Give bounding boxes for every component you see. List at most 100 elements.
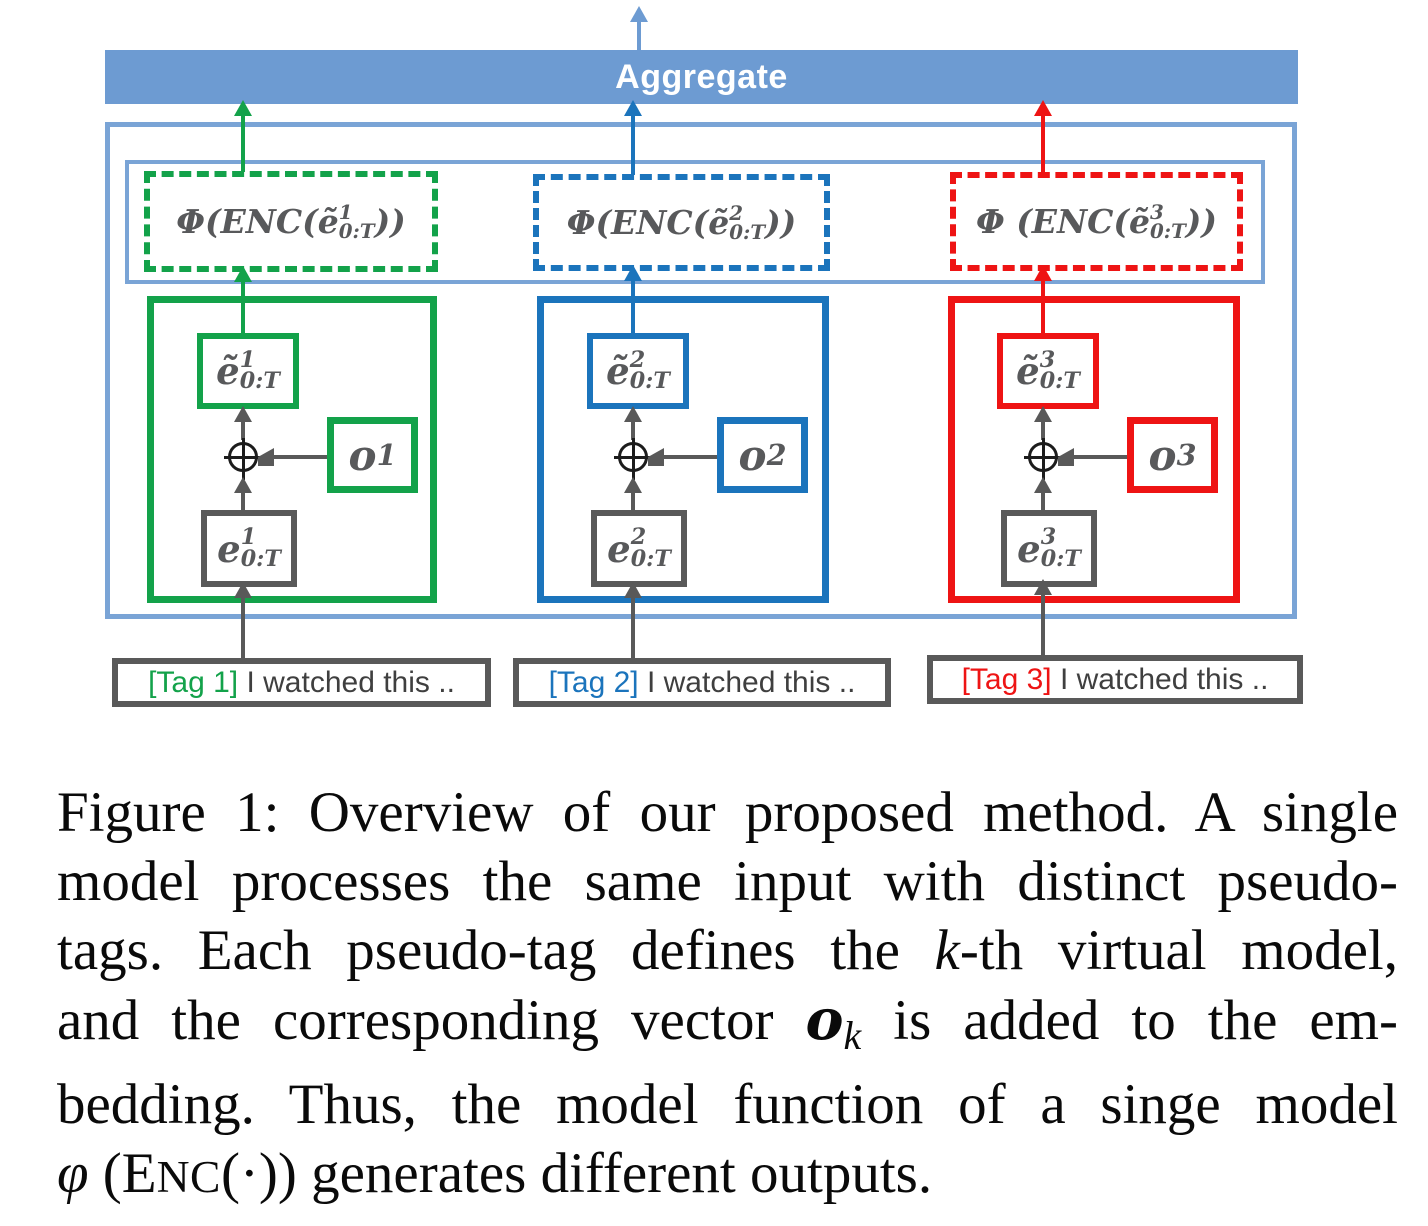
e1-base: e bbox=[217, 526, 241, 571]
phi3-sub: 0:T bbox=[1150, 218, 1186, 243]
etilde1-base: ẽ bbox=[216, 349, 240, 393]
phi2-base: ẽ bbox=[708, 203, 730, 242]
caption-line-1: Figure 1: Overview of our proposed metho… bbox=[57, 781, 1398, 844]
o2-to-oplus-arrow bbox=[658, 455, 717, 459]
phi3-prefix: Φ (ENC( bbox=[975, 202, 1129, 241]
o1-sub: 1 bbox=[376, 438, 397, 472]
aggregate-label: Aggregate bbox=[615, 57, 788, 96]
o3-to-oplus-arrow bbox=[1068, 455, 1127, 459]
tag1-to-e-arrowhead-icon bbox=[234, 582, 252, 598]
phi2-sup: 2 bbox=[729, 200, 744, 225]
e3-sub: 0:T bbox=[1040, 545, 1081, 572]
o2-to-oplus-arrowhead-icon bbox=[648, 448, 664, 466]
e3-to-oplus-arrow bbox=[1041, 483, 1045, 510]
e2-to-oplus-arrowhead-icon bbox=[624, 477, 642, 493]
e1-sub: 0:T bbox=[240, 545, 281, 572]
virtual-model-row-box bbox=[125, 160, 1265, 284]
phi3-base: ẽ bbox=[1129, 202, 1150, 241]
etilde1-to-phi-arrowhead-icon bbox=[234, 266, 252, 282]
caption-line-6: φ (ENC(·)) generates different outputs. bbox=[57, 1141, 933, 1205]
etilde2-sub: 0:T bbox=[629, 368, 670, 394]
etilde2-sup: 2 bbox=[629, 346, 646, 373]
plus-circle-icon bbox=[1024, 438, 1066, 480]
phi3-sup: 3 bbox=[1150, 199, 1164, 224]
tag-input-box-3: [Tag 3] I watched this .. bbox=[927, 655, 1303, 704]
oplus1-to-etilde-arrowhead-icon bbox=[234, 406, 252, 422]
etilde3-sup: 3 bbox=[1039, 346, 1056, 373]
aggregate-output-arrow bbox=[637, 14, 641, 50]
etilde2-to-phi-arrowhead-icon bbox=[624, 265, 642, 281]
phi1-sup: 1 bbox=[338, 199, 353, 224]
e2-to-oplus-arrow bbox=[631, 483, 635, 510]
branch1-to-aggregate-arrowhead-icon bbox=[234, 100, 252, 116]
aggregate-output-arrowhead-icon bbox=[630, 6, 648, 22]
phi3-suffix: )) bbox=[1185, 202, 1218, 241]
caption-line-5: bedding. Thus, the model function of a s… bbox=[57, 1072, 1398, 1136]
tag3-to-e-arrow bbox=[1041, 591, 1045, 655]
o3-to-oplus-arrowhead-icon bbox=[1058, 448, 1074, 466]
oplus3-to-etilde-arrow bbox=[1041, 412, 1045, 440]
phi1-prefix: Φ(ENC( bbox=[176, 202, 318, 241]
etilde3-sub: 0:T bbox=[1039, 368, 1080, 394]
plus-circle-icon bbox=[614, 438, 656, 480]
model-frame-box bbox=[105, 122, 1297, 619]
e1-to-oplus-arrowhead-icon bbox=[234, 477, 252, 493]
e3-base: e bbox=[1017, 526, 1041, 571]
o1-to-oplus-arrowhead-icon bbox=[258, 448, 274, 466]
phi1-sub: 0:T bbox=[338, 218, 375, 243]
branch3-to-aggregate-arrowhead-icon bbox=[1034, 100, 1052, 116]
caption-line-4: and the corresponding vector ok is added… bbox=[57, 986, 1398, 1058]
o2-sub: 2 bbox=[766, 438, 787, 472]
virtual-model-box-2 bbox=[537, 296, 829, 603]
etilde3-to-phi-arrowhead-icon bbox=[1034, 265, 1052, 281]
caption-line-3: tags. Each pseudo-tag defines the k-th v… bbox=[57, 919, 1398, 982]
tag2-to-e-arrow bbox=[631, 594, 635, 658]
etilde1-sub: 0:T bbox=[239, 368, 280, 394]
tag2-to-e-arrowhead-icon bbox=[624, 582, 642, 598]
aggregate-bar: Aggregate bbox=[105, 50, 1298, 104]
phi2-suffix: )) bbox=[765, 203, 797, 242]
virtual-model-box-1 bbox=[147, 296, 437, 603]
etilde1-to-phi-arrow bbox=[241, 272, 245, 333]
e2-sub: 0:T bbox=[630, 545, 671, 572]
tag3-pseudo-tag: [Tag 3] bbox=[961, 662, 1052, 696]
tag3-to-e-arrowhead-icon bbox=[1034, 579, 1052, 595]
phi2-sub: 0:T bbox=[729, 219, 766, 244]
branch2-to-aggregate-arrowhead-icon bbox=[624, 100, 642, 116]
etilde1-sup: 1 bbox=[239, 346, 256, 373]
phi1-base: ẽ bbox=[317, 202, 339, 241]
phi2-prefix: Φ(ENC( bbox=[566, 203, 709, 242]
tag3-sentence: I watched this .. bbox=[1051, 662, 1269, 696]
oplus2-to-etilde-arrow bbox=[631, 412, 635, 440]
figure-caption: Figure 1: Overview of our proposed metho… bbox=[57, 778, 1398, 1211]
branch3-to-aggregate-arrow bbox=[1041, 106, 1045, 173]
tag-input-box-2: [Tag 2] I watched this .. bbox=[513, 658, 891, 707]
tag2-sentence: I watched this .. bbox=[638, 665, 856, 699]
e1-sup: 1 bbox=[240, 524, 257, 551]
e3-sup: 3 bbox=[1040, 524, 1057, 551]
branch1-to-aggregate-arrow bbox=[241, 106, 245, 172]
etilde3-to-phi-arrow bbox=[1041, 271, 1045, 336]
o2-base: o bbox=[738, 430, 767, 480]
tag1-to-e-arrow bbox=[241, 594, 245, 658]
tag1-sentence: I watched this .. bbox=[238, 665, 455, 699]
plus-circle-icon bbox=[224, 438, 266, 480]
oplus1-to-etilde-arrow bbox=[241, 412, 245, 440]
oplus3-to-etilde-arrowhead-icon bbox=[1034, 406, 1052, 422]
tag-input-box-1: [Tag 1] I watched this .. bbox=[112, 658, 491, 707]
e2-base: e bbox=[607, 526, 631, 571]
etilde3-base: ẽ bbox=[1016, 349, 1040, 393]
etilde2-base: ẽ bbox=[606, 349, 630, 393]
